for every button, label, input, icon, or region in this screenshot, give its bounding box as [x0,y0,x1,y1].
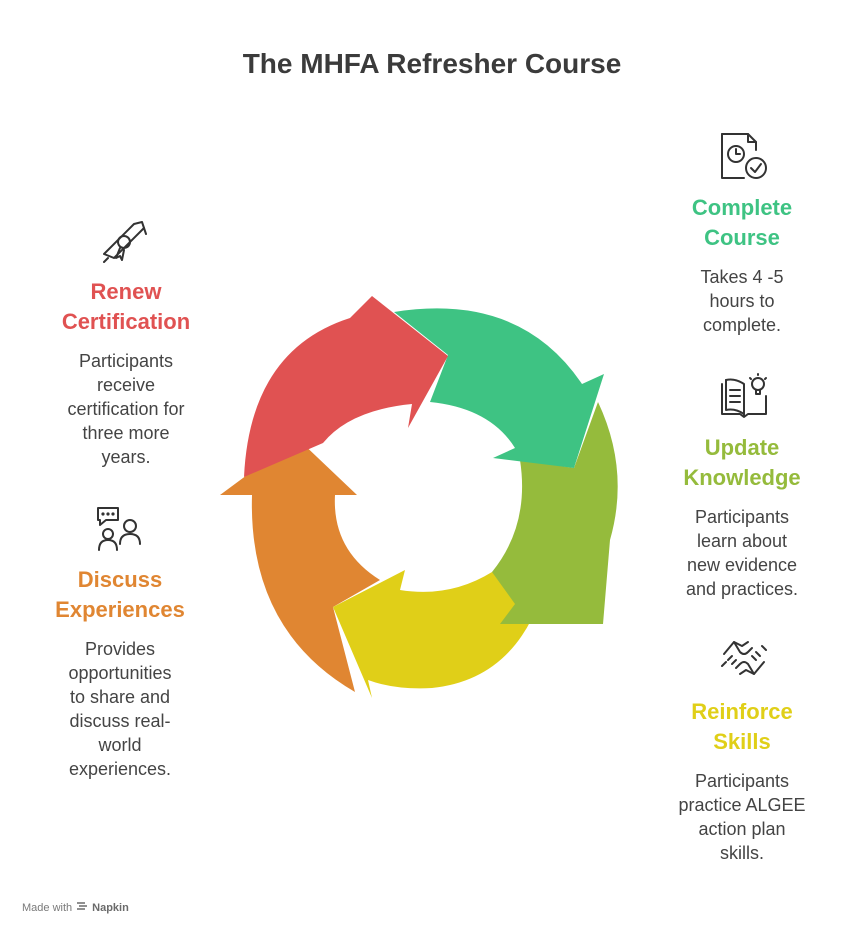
napkin-logo-icon [76,901,88,914]
step-complete-course: Complete Course Takes 4 -5 hours to comp… [662,193,822,337]
step-description: Participants receive certification for t… [67,351,185,467]
step-description: Takes 4 -5 hours to complete. [700,267,784,335]
book-lightbulb-icon [718,372,770,420]
step-heading: Discuss Experiences [55,567,185,622]
clock-document-icon [718,130,770,182]
napkin-credit: Made with Napkin [22,901,129,914]
step-description: Provides opportunities to share and disc… [68,639,172,779]
footer-brand: Napkin [92,901,129,914]
step-update-knowledge: Update Knowledge Participants learn abou… [662,433,822,601]
diploma-icon [98,214,150,266]
page-title: The MHFA Refresher Course [242,48,622,79]
step-description: Participants practice ALGEE action plan … [678,771,806,863]
step-description: Participants learn about new evidence an… [685,507,799,599]
step-heading: Renew Certification [61,279,191,334]
step-heading: Reinforce Skills [691,699,793,754]
arrow-reinforce-skills [333,570,540,698]
step-heading: Update Knowledge [683,435,801,490]
arrow-update-knowledge [492,402,618,624]
chat-people-icon [94,504,146,552]
footer-prefix: Made with [22,901,73,914]
handshake-icon [718,632,770,684]
step-discuss-experiences: Discuss Experiences Provides opportuniti… [40,565,200,781]
step-renew-certification: Renew Certification Participants receive… [44,277,208,469]
step-reinforce-skills: Reinforce Skills Participants practice A… [662,697,822,865]
step-heading: Complete Course [691,195,793,250]
arrow-renew-certification [244,296,448,477]
arrow-complete-course [394,308,604,468]
arrow-discuss-experiences [220,438,380,692]
